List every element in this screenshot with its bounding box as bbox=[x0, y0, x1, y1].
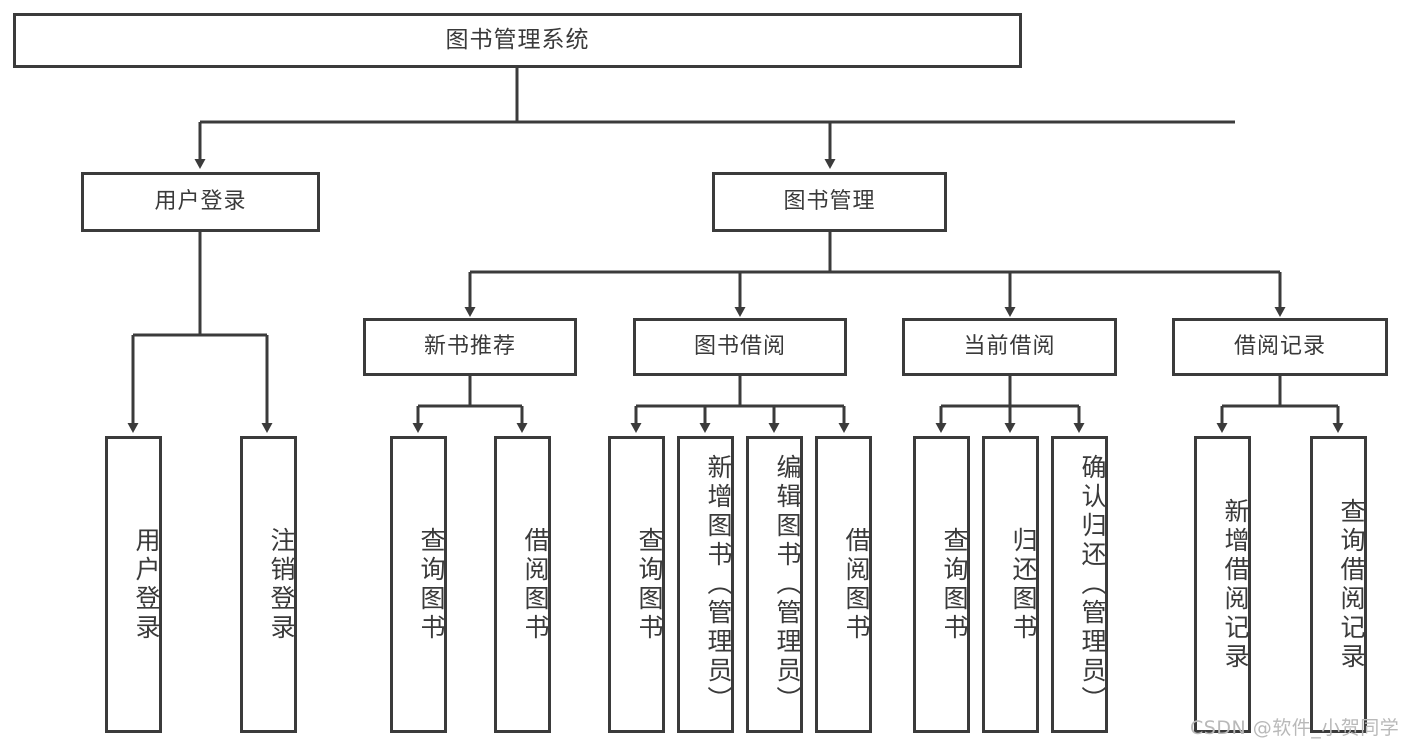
node-user-login[interactable]: 用户登录 bbox=[81, 172, 320, 232]
node-label: 新书推荐 bbox=[423, 333, 516, 359]
leaf-add-borrow-record[interactable]: 新增借阅记录 bbox=[1194, 436, 1251, 733]
node-label: 查询借阅记录 bbox=[1337, 497, 1366, 672]
leaf-borrow-book-recommend[interactable]: 借阅图书 bbox=[494, 436, 551, 733]
node-label: 查询图书 bbox=[635, 526, 664, 643]
node-label: 借阅图书 bbox=[842, 526, 871, 643]
node-label: 图书管理 bbox=[783, 188, 876, 214]
node-new-book-recommend[interactable]: 新书推荐 bbox=[363, 318, 577, 376]
node-current-borrow[interactable]: 当前借阅 bbox=[902, 318, 1117, 376]
node-root-system[interactable]: 图书管理系统 bbox=[13, 13, 1022, 68]
node-book-borrow[interactable]: 图书借阅 bbox=[633, 318, 847, 376]
node-label: 借阅记录 bbox=[1233, 333, 1326, 359]
leaf-return-book[interactable]: 归还图书 bbox=[982, 436, 1039, 733]
leaf-user-logout[interactable]: 注销登录 bbox=[240, 436, 297, 733]
node-book-management[interactable]: 图书管理 bbox=[712, 172, 947, 232]
node-borrow-record[interactable]: 借阅记录 bbox=[1172, 318, 1388, 376]
node-label: 归还图书 bbox=[1009, 526, 1038, 643]
leaf-add-book-admin[interactable]: 新增图书（管理员） bbox=[677, 436, 734, 733]
node-label: 查询图书 bbox=[940, 526, 969, 643]
node-label: 借阅图书 bbox=[521, 526, 550, 643]
node-label: 编辑图书（管理员） bbox=[773, 454, 802, 715]
leaf-query-book-current[interactable]: 查询图书 bbox=[913, 436, 970, 733]
leaf-query-borrow-record[interactable]: 查询借阅记录 bbox=[1310, 436, 1367, 733]
leaf-borrow-book[interactable]: 借阅图书 bbox=[815, 436, 872, 733]
node-label: 用户登录 bbox=[132, 526, 161, 643]
node-label: 注销登录 bbox=[267, 526, 296, 643]
node-label: 用户登录 bbox=[154, 188, 247, 214]
leaf-query-book[interactable]: 查询图书 bbox=[608, 436, 665, 733]
node-label: 新增借阅记录 bbox=[1221, 497, 1250, 672]
leaf-edit-book-admin[interactable]: 编辑图书（管理员） bbox=[746, 436, 803, 733]
node-label: 查询图书 bbox=[417, 526, 446, 643]
node-label: 确认归还（管理员） bbox=[1078, 454, 1107, 715]
node-label: 当前借阅 bbox=[963, 333, 1056, 359]
leaf-user-login[interactable]: 用户登录 bbox=[105, 436, 162, 733]
node-label: 新增图书（管理员） bbox=[704, 454, 733, 715]
node-label: 图书管理系统 bbox=[445, 26, 590, 53]
node-label: 图书借阅 bbox=[693, 333, 786, 359]
leaf-confirm-return-admin[interactable]: 确认归还（管理员） bbox=[1051, 436, 1108, 733]
csdn-watermark: CSDN @软件_小贺同学 bbox=[1190, 717, 1400, 739]
leaf-query-book-recommend[interactable]: 查询图书 bbox=[390, 436, 447, 733]
